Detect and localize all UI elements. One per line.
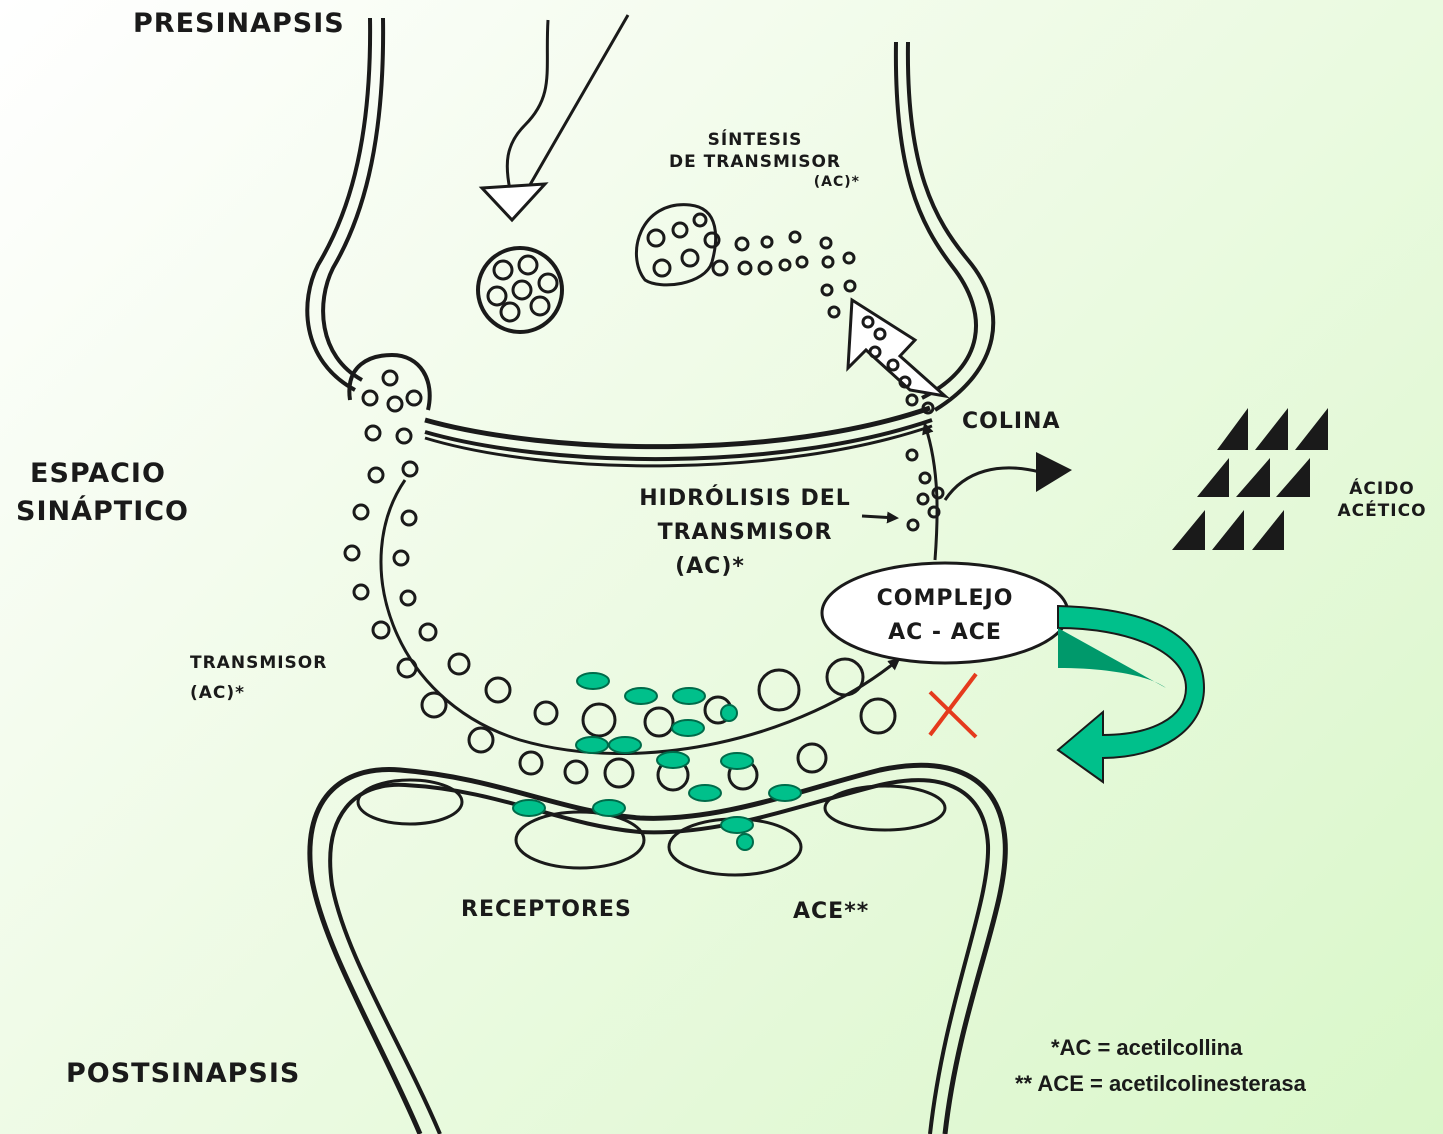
- acido-label: ÁCIDO ACÉTICO: [1332, 478, 1432, 522]
- sintesis-line3: (AC)*: [650, 174, 860, 190]
- acido-line1: ÁCIDO: [1332, 478, 1432, 500]
- espacio-sinaptico-label: ESPACIO SINÁPTICO: [16, 455, 189, 531]
- action-potential-arrow: [482, 15, 628, 220]
- transmisor-label: TRANSMISOR (AC)*: [190, 648, 327, 708]
- synaptic-vesicle: [478, 248, 562, 332]
- legend-line2: ** ACE = acetilcolinesterasa: [1015, 1066, 1306, 1102]
- curved-teal-arrow: [1058, 606, 1204, 782]
- sintesis-line2: DE TRANSMISOR: [650, 152, 860, 172]
- complejo-line2: AC - ACE: [845, 616, 1045, 650]
- sintesis-line1: SÍNTESIS: [650, 130, 860, 150]
- complejo-label: COMPLEJO AC - ACE: [845, 582, 1045, 650]
- colina-label: COLINA: [962, 409, 1061, 434]
- synthesis-vesicle: [636, 205, 855, 317]
- block-x-icon: [930, 674, 976, 737]
- transmitter-molecules: [345, 426, 895, 790]
- acid-arrow: [945, 468, 1040, 500]
- ace-label: ACE**: [793, 899, 869, 924]
- presinapsis-label: PRESINAPSIS: [133, 8, 345, 39]
- hidrolisis-line2: TRANSMISOR: [625, 516, 865, 550]
- espacio-line1: ESPACIO: [16, 455, 189, 493]
- transmisor-line1: TRANSMISOR: [190, 648, 327, 678]
- acido-line2: ACÉTICO: [1332, 500, 1432, 522]
- legend: *AC = acetilcollina ** ACE = acetilcolin…: [1015, 1030, 1306, 1102]
- hidrolisis-pointer-arrow: [862, 516, 896, 518]
- espacio-line2: SINÁPTICO: [16, 493, 189, 531]
- acid-arrow-head: [1036, 452, 1072, 492]
- acido-triangles: [1172, 408, 1328, 550]
- postsynaptic-membrane: [310, 765, 1005, 1134]
- choline-reuptake-arrow: [848, 300, 945, 413]
- hidrolisis-line3: (AC)*: [625, 550, 865, 584]
- receptors: [358, 780, 945, 875]
- legend-line1: *AC = acetilcollina: [1015, 1030, 1306, 1066]
- complejo-line1: COMPLEJO: [845, 582, 1045, 616]
- inhibitor-molecules: [513, 673, 801, 850]
- transmisor-line2: (AC)*: [190, 678, 327, 708]
- sintesis-label: SÍNTESIS DE TRANSMISOR (AC)*: [650, 130, 860, 190]
- colina-up-arrow: [925, 425, 937, 560]
- hidrolisis-line1: HIDRÓLISIS DEL: [625, 482, 865, 516]
- hidrolisis-label: HIDRÓLISIS DEL TRANSMISOR (AC)*: [625, 482, 865, 584]
- receptores-label: RECEPTORES: [461, 897, 632, 922]
- release-vesicle: [349, 355, 429, 411]
- postsinapsis-label: POSTSINAPSIS: [66, 1058, 300, 1089]
